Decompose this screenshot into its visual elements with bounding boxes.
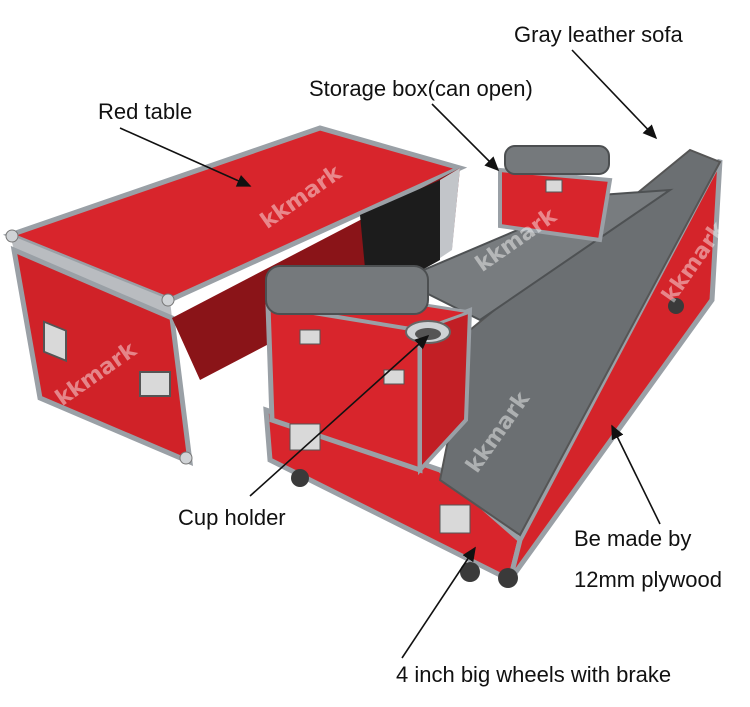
- annotation-arrows: [119, 49, 661, 659]
- arrow-storage-box: [431, 103, 500, 172]
- label-wheels: 4 inch big wheels with brake: [396, 662, 672, 687]
- arrow-red-table: [119, 127, 252, 187]
- label-red-table: Red table: [98, 99, 193, 124]
- arrow-wheels: [401, 546, 476, 659]
- arrow-plywood: [611, 424, 661, 525]
- sofa-case: [263, 145, 723, 588]
- arrow-cup-holder: [249, 334, 430, 497]
- wheel: [668, 298, 684, 314]
- label-storage-box: Storage box(can open): [309, 76, 533, 101]
- arrow-gray-sofa: [571, 49, 658, 140]
- wheel: [460, 562, 480, 582]
- label-gray-leather-sofa: Gray leather sofa: [514, 22, 683, 47]
- wheel: [291, 469, 309, 487]
- label-made-by: Be made by: [574, 526, 692, 551]
- wheel: [498, 568, 518, 588]
- label-plywood: 12mm plywood: [574, 567, 722, 592]
- label-cup-holder: Cup holder: [178, 505, 286, 530]
